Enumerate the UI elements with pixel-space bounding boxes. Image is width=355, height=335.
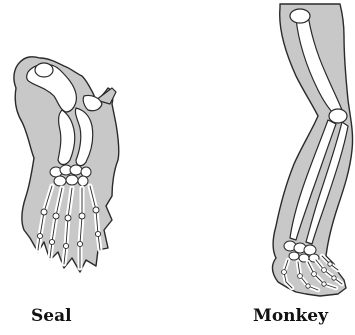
monkey-humerus-head bbox=[290, 9, 310, 23]
monkey-elbow-joint bbox=[329, 109, 347, 123]
monkey-arm-illustration bbox=[272, 4, 352, 296]
seal-carpals bbox=[50, 165, 91, 186]
seal-humerus-head bbox=[35, 63, 53, 77]
monkey-label: Monkey bbox=[253, 306, 328, 326]
seal-flipper-illustration bbox=[14, 57, 119, 272]
seal-label: Seal bbox=[31, 306, 72, 326]
